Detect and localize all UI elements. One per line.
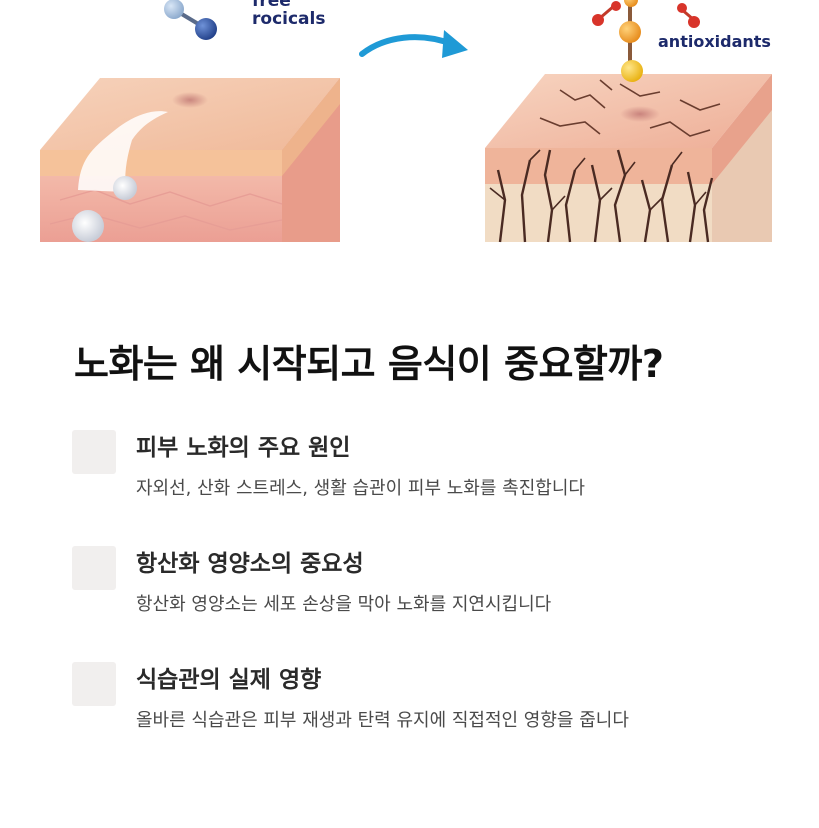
feature-description: 자외선, 산화 스트레스, 생활 습관이 피부 노화를 촉진합니다 xyxy=(136,478,585,499)
placeholder-square-icon xyxy=(72,662,116,706)
feature-item-skin-aging-causes: 피부 노화의 주요 원인 자외선, 산화 스트레스, 생활 습관이 피부 노화를… xyxy=(72,428,792,544)
antioxidant-molecule-icon xyxy=(592,0,700,82)
aged-skin-block xyxy=(485,74,772,243)
skin-comparison-graphic: free rocicals xyxy=(40,0,772,243)
feature-title: 피부 노화의 주요 원인 xyxy=(136,435,351,461)
transition-arrow-icon xyxy=(359,30,468,58)
skin-aging-illustration: free rocicals xyxy=(0,0,819,250)
feature-list: 피부 노화의 주요 원인 자외선, 산화 스트레스, 생활 습관이 피부 노화를… xyxy=(72,428,792,776)
healthy-skin-block xyxy=(40,78,340,242)
free-radical-molecule-icon xyxy=(164,0,217,40)
feature-title: 식습관의 실제 영향 xyxy=(136,667,322,693)
feature-item-antioxidant-importance: 항산화 영양소의 중요성 항산화 영양소는 세포 손상을 막아 노화를 지연시킵… xyxy=(72,544,792,660)
free-radicals-label-line1: free xyxy=(252,0,291,11)
feature-description: 항산화 영양소는 세포 손상을 막아 노화를 지연시킵니다 xyxy=(136,594,552,615)
feature-title: 항산화 영양소의 중요성 xyxy=(136,551,364,577)
free-radicals-label-line2: rocicals xyxy=(252,9,325,29)
page-title: 노화는 왜 시작되고 음식이 중요할까? xyxy=(74,342,664,386)
feature-item-diet-impact: 식습관의 실제 영향 올바른 식습관은 피부 재생과 탄력 유지에 직접적인 영… xyxy=(72,660,792,776)
placeholder-square-icon xyxy=(72,430,116,474)
feature-description: 올바른 식습관은 피부 재생과 탄력 유지에 직접적인 영향을 줍니다 xyxy=(136,710,629,731)
placeholder-square-icon xyxy=(72,546,116,590)
antioxidants-label: antioxidants xyxy=(658,32,771,51)
